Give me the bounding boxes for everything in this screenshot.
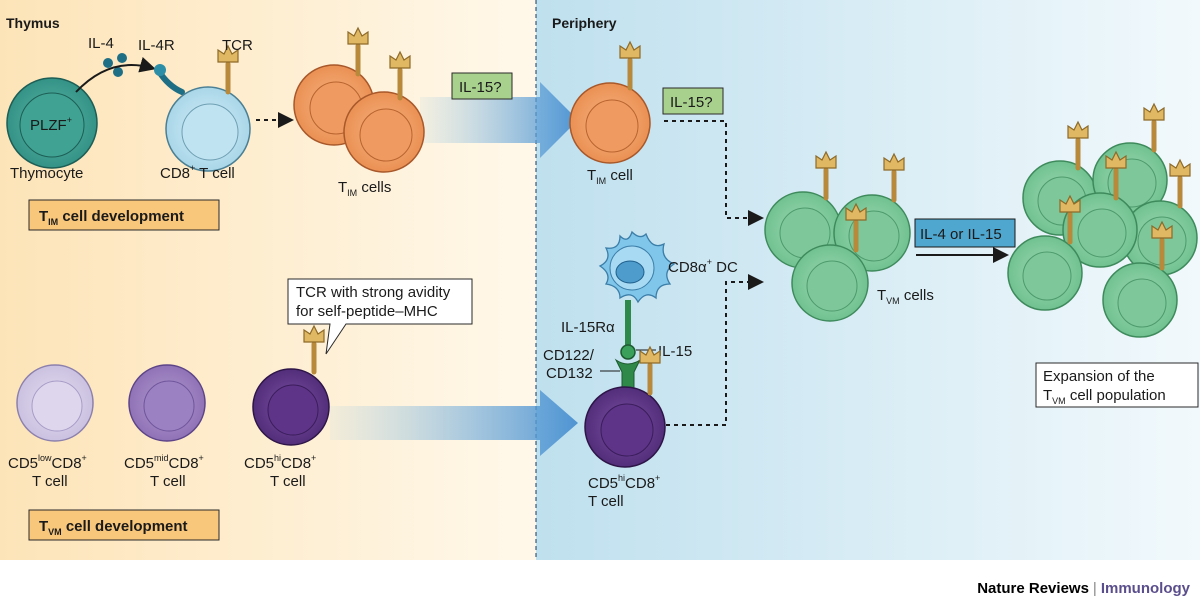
cd122-label: CD122/	[543, 347, 595, 364]
cd8a-dendritic-cell	[598, 230, 676, 304]
tim-cell-front	[343, 91, 425, 173]
cd8a-dc-label: CD8α+ DC	[668, 257, 738, 276]
journal-footer: Nature Reviews|Immunology	[0, 580, 1190, 597]
thymocyte-cell	[6, 77, 98, 169]
cd5mid-cd8-label-2: T cell	[150, 473, 186, 490]
footer-separator: |	[1092, 580, 1097, 597]
il4-label: IL-4	[88, 35, 114, 52]
cd5hi-cd8-label-2: T cell	[270, 473, 306, 490]
expansion-label-line1: Expansion of the	[1043, 368, 1155, 385]
cd5hi-to-tvm-arrow	[666, 274, 764, 426]
cd5mid-cd8-label: CD5midCD8+	[124, 453, 204, 472]
tcr-avidity-callout	[287, 278, 473, 355]
tvm-cell-3	[791, 244, 869, 322]
il15-question-box-periphery	[662, 87, 724, 115]
tvm-cells-label: TVM cells	[877, 287, 934, 306]
cd5hi-cd8-t-cell-periphery	[584, 386, 666, 468]
cd5hi-cd8-t-cell	[252, 368, 330, 446]
expansion-label-box	[1035, 362, 1199, 408]
il4-binding-arrow	[75, 57, 156, 93]
cd5hi-cd8-periphery-label-2: T cell	[588, 493, 624, 510]
periphery-region-label: Periphery	[552, 15, 617, 31]
il4r-receptor	[154, 64, 185, 95]
cd132-label: CD132	[546, 365, 593, 382]
top-transfer-arrow	[420, 82, 578, 158]
cd8-t-cell	[165, 86, 251, 172]
il15-question-label-periphery: IL-15?	[670, 94, 713, 111]
plzf-label: PLZF+	[30, 115, 72, 134]
tim-cells-label: TIM cells	[338, 179, 391, 198]
thymus-region-label: Thymus	[6, 15, 60, 31]
tcr-label: TCR	[222, 37, 253, 54]
expansion-label-line2: TVM cell population	[1043, 387, 1166, 406]
thymocyte-label: Thymocyte	[10, 165, 83, 182]
cd5mid-cd8-t-cell	[128, 364, 206, 442]
tvm-development-label: TVM cell development	[39, 518, 188, 537]
il15-question-box-top	[451, 72, 513, 100]
il15-question-label-top: IL-15?	[459, 79, 502, 96]
tim-development-box	[28, 199, 220, 231]
cd8-t-cell-label: CD8+ T cell	[160, 163, 235, 182]
tcr-avidity-callout-line1: TCR with strong avidity	[296, 284, 451, 301]
cd5hi-cd8-periphery-label: CD5hiCD8+	[588, 473, 660, 492]
il4-or-il15-label: IL-4 or IL-15	[920, 226, 1002, 243]
journal-subject: Immunology	[1100, 580, 1190, 597]
il15ra-label: IL-15Rα	[561, 319, 615, 336]
il15-cytokine	[620, 344, 636, 360]
il4-or-il15-box	[914, 218, 1016, 248]
tim-development-label: TIM cell development	[39, 208, 184, 227]
journal-name: Nature Reviews	[977, 580, 1089, 597]
tvm-development-box	[28, 509, 220, 541]
tcr-avidity-callout-line2: for self-peptide–MHC	[296, 303, 438, 320]
bottom-transfer-arrow	[330, 390, 578, 456]
cd5low-cd8-t-cell	[16, 364, 94, 442]
cd5hi-cd8-label: CD5hiCD8+	[244, 453, 316, 472]
il15-label: IL-15	[658, 343, 692, 360]
tim-cell-periphery	[569, 82, 651, 164]
il4-cytokine-dots	[103, 53, 127, 77]
tim-to-tvm-arrow	[664, 120, 764, 226]
cd5low-cd8-label: CD5lowCD8+	[8, 453, 87, 472]
il4r-label: IL-4R	[138, 37, 175, 54]
tim-cell-label: TIM cell	[587, 167, 633, 186]
cd5low-cd8-label-2: T cell	[32, 473, 68, 490]
